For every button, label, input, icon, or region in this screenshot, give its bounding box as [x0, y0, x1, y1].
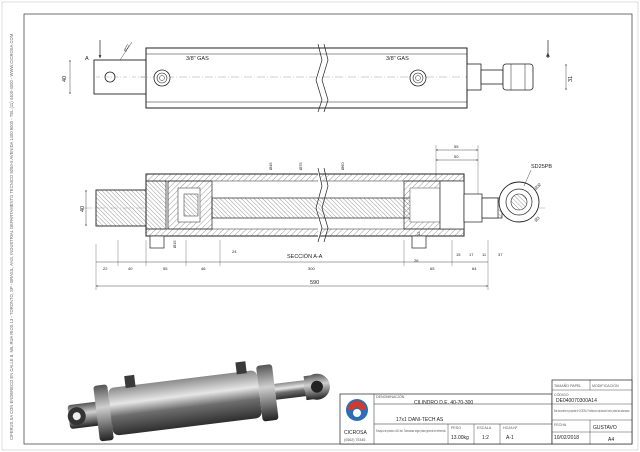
dim-small: 17 — [469, 252, 474, 257]
dim-small: 11 — [482, 252, 487, 257]
address-note: Ensayos de presion a 240 bar. Tolerancia… — [376, 429, 446, 433]
dim-right: 50 — [454, 154, 459, 159]
rod-top — [480, 69, 504, 85]
escala-value: 1:2 — [482, 435, 489, 441]
modif-label: MODIFICACIÓN — [592, 383, 619, 388]
dim-small: 26 — [414, 258, 419, 263]
fecha-value: 10/02/2018 — [554, 435, 579, 441]
denominacion: CILINDRO D.E. 40-70-300 — [414, 400, 473, 406]
dim-width-left: 40 — [62, 76, 68, 82]
dim-chain: 40 — [128, 266, 133, 271]
size-label: TAMAÑO PAPEL — [554, 383, 581, 388]
port-stub — [149, 235, 165, 249]
dim-diameter: Ø15 — [172, 240, 177, 248]
dim-small: 37 — [498, 252, 503, 257]
dim-diameter: Ø45 — [268, 162, 273, 170]
end-cap — [145, 180, 167, 230]
dim-hole: Ø22 — [123, 43, 131, 53]
dim-small: 15 — [456, 252, 461, 257]
escala-label: ESCALA — [477, 426, 492, 430]
port-bose — [409, 69, 427, 87]
dim-chain: 65 — [430, 266, 435, 271]
port-label: 3/8" GAS — [386, 56, 409, 62]
codigo-value: DE040070300A14 — [556, 398, 597, 404]
port-stub — [411, 235, 427, 249]
sheet-border — [23, 13, 633, 445]
gland — [466, 63, 482, 91]
rod-end-label: SD25PB — [531, 164, 552, 170]
autor-value: GUSTAVO — [593, 425, 617, 431]
dim-overall: 590 — [310, 280, 319, 286]
section-mark-left: A — [85, 56, 89, 62]
dim-chain: 300 — [308, 266, 315, 271]
dim-diameter: Ø60 — [340, 162, 345, 170]
break-mark — [321, 43, 329, 113]
dim-chain: 46 — [201, 266, 206, 271]
dim-small: 24 — [232, 249, 237, 254]
dim-diameter: Ø32 — [533, 181, 542, 190]
subtitle: 17x1 DANI-TECH AS — [396, 417, 444, 423]
dim-diameter: Ø3 — [533, 215, 541, 223]
size-value: A4 — [608, 437, 614, 443]
rod-eye-section — [481, 181, 540, 223]
break-mark — [321, 167, 329, 243]
iso-render — [67, 361, 330, 442]
section-view: SECCIÓN A-A Ø45 Ø75 Ø60 Ø15 Ø32 Ø3 SD25P… — [80, 144, 552, 290]
title-block: CICROSA (0562) 75345 DENOMINACIÓN CILIND… — [339, 379, 633, 445]
break-mark — [315, 167, 323, 243]
section-mark-right: A — [546, 53, 550, 59]
codigo-label: CÓDIGO — [554, 392, 569, 397]
peso-label: PESO — [451, 426, 461, 430]
hoja-value: A-1 — [506, 435, 514, 441]
dim-right: 55 — [454, 144, 459, 149]
port-label: 3/8" GAS — [186, 56, 209, 62]
company-name: CICROSA — [344, 430, 367, 436]
rod-eye-top — [502, 63, 534, 91]
company-phone: (0562) 75345 — [344, 438, 365, 442]
break-mark — [315, 43, 323, 113]
top-view: A A 3/8" GAS 3/8" GAS 40 31 Ø22 — [62, 40, 574, 113]
company-logo — [346, 399, 368, 421]
denominacion-label: DENOMINACIÓN — [376, 394, 405, 399]
fecha-label: FECHA — [554, 423, 567, 427]
sidebar-legal-text: CIFERUS SA CON ENDERECO EN CALLE 8, MIL … — [9, 33, 14, 440]
dim-chain: 64 — [472, 266, 477, 271]
peso-value: 13.00kg — [451, 435, 469, 441]
hoja-label: HOJA Nº — [503, 426, 518, 430]
dim-diameter: Ø75 — [298, 162, 303, 170]
dim-small: 12 — [416, 231, 421, 236]
right-note: Este documento es propiedad de CICROSA. … — [554, 409, 630, 413]
dim-width-right: 31 — [568, 76, 574, 82]
dim-chain: 22 — [103, 266, 108, 271]
dim-chain: 55 — [163, 266, 168, 271]
section-caption: SECCIÓN A-A — [287, 253, 323, 260]
port-bose — [153, 69, 171, 87]
dim-clevis: 40 — [80, 206, 86, 212]
